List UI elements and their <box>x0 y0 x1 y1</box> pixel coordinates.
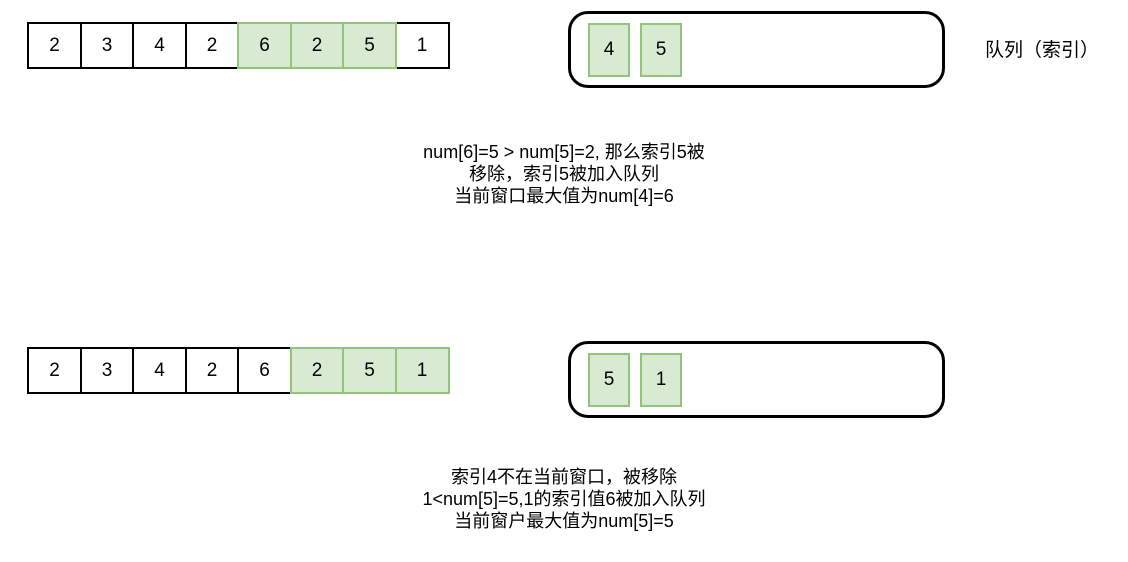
array-cell: 4 <box>132 347 187 394</box>
queue-cell: 5 <box>640 22 682 77</box>
queue-container-step-2: 5 1 <box>568 341 945 418</box>
array-cell: 6 <box>237 347 292 394</box>
array-cell-highlighted: 2 <box>289 22 345 69</box>
caption-step-2-line-3: 当前窗户最大值为num[5]=5 <box>454 511 674 531</box>
array-cell: 2 <box>184 22 240 69</box>
caption-step-2-line-1: 索引4不在当前窗口，被移除 <box>450 467 677 487</box>
queue-cell: 4 <box>588 22 630 77</box>
array-strip-step-2: 2 3 4 2 6 2 5 1 <box>27 347 450 394</box>
array-cell-highlighted: 6 <box>237 22 292 69</box>
caption-step-1-line-1: num[6]=5 > num[5]=2, 那么索引5被 <box>423 142 705 162</box>
array-cell: 2 <box>27 22 82 69</box>
queue-cell: 5 <box>588 352 630 407</box>
array-cell: 3 <box>79 22 135 69</box>
caption-step-1-line-3: 当前窗口最大值为num[4]=6 <box>454 186 674 206</box>
array-cell-highlighted: 2 <box>289 347 345 394</box>
array-cell-highlighted: 1 <box>394 347 450 394</box>
queue-label: 队列（索引） <box>985 40 1100 61</box>
caption-step-1-line-2: 移除，索引5被加入队列 <box>468 164 659 184</box>
array-cell: 2 <box>184 347 240 394</box>
array-cell-highlighted: 5 <box>342 22 397 69</box>
queue-cell: 1 <box>640 352 682 407</box>
caption-step-2-line-2: 1<num[5]=5,1的索引值6被加入队列 <box>422 489 706 509</box>
array-cell: 3 <box>79 347 135 394</box>
queue-container-step-1: 4 5 <box>568 11 945 88</box>
array-cell: 1 <box>394 22 450 69</box>
array-cell: 2 <box>27 347 82 394</box>
array-cell: 4 <box>132 22 187 69</box>
array-strip-step-1: 2 3 4 2 6 2 5 1 <box>27 22 450 69</box>
array-cell-highlighted: 5 <box>342 347 397 394</box>
